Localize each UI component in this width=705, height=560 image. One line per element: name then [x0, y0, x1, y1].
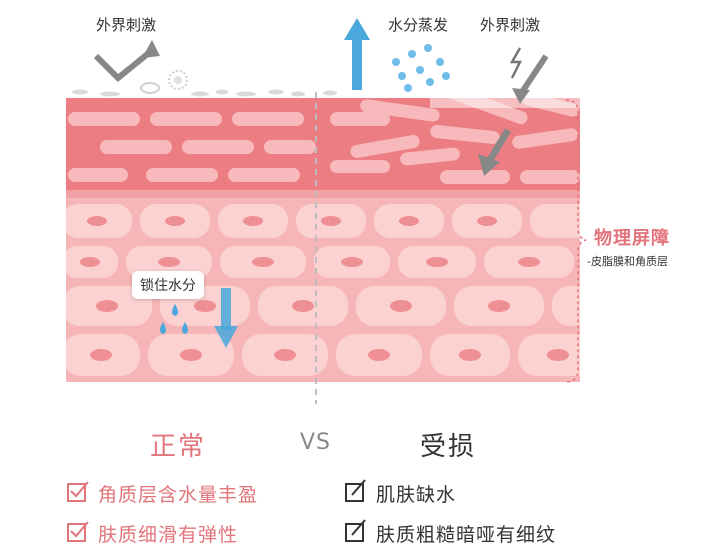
- barrier-title: 物理屏障: [594, 228, 670, 249]
- penetration-arrow-icon: [486, 128, 512, 162]
- lock-water-bubble: 锁住水分: [132, 271, 204, 299]
- vs-label: VS: [300, 430, 332, 455]
- lock-water-label: 锁住水分: [140, 278, 196, 294]
- nuclei: [80, 216, 569, 361]
- external-stimulus-label-right: 外界刺激: [480, 16, 541, 34]
- normal-feature-1: 角质层含水量丰盈: [98, 484, 259, 506]
- note-icons: [345, 479, 366, 542]
- checkbox-icons: [67, 481, 89, 542]
- bounce-arrow-icon: [93, 49, 152, 83]
- normal-feature-2: 肤质细滑有弹性: [98, 524, 239, 546]
- microbe-icon: [168, 70, 188, 90]
- external-stimulus-label-left: 外界刺激: [96, 16, 157, 34]
- bacteria-icon: [140, 82, 160, 94]
- normal-bricks: [68, 112, 580, 184]
- damaged-feature-1: 肌肤缺水: [376, 484, 457, 506]
- water-evaporation-label: 水分蒸发: [388, 16, 449, 34]
- lightning-icon: [509, 47, 523, 79]
- water-drops-icon: [392, 44, 450, 92]
- stimulus-arrow-icon: [519, 54, 549, 94]
- barrier-bracket: [565, 99, 587, 383]
- normal-title: 正常: [150, 432, 207, 462]
- barrier-subtitle: -皮脂膜和角质层: [587, 255, 668, 268]
- damaged-feature-2: 肤质粗糙暗哑有细纹: [376, 524, 557, 546]
- surface-particles: [72, 89, 337, 97]
- lock-drops-icon: [160, 304, 188, 334]
- damaged-title: 受损: [420, 432, 477, 462]
